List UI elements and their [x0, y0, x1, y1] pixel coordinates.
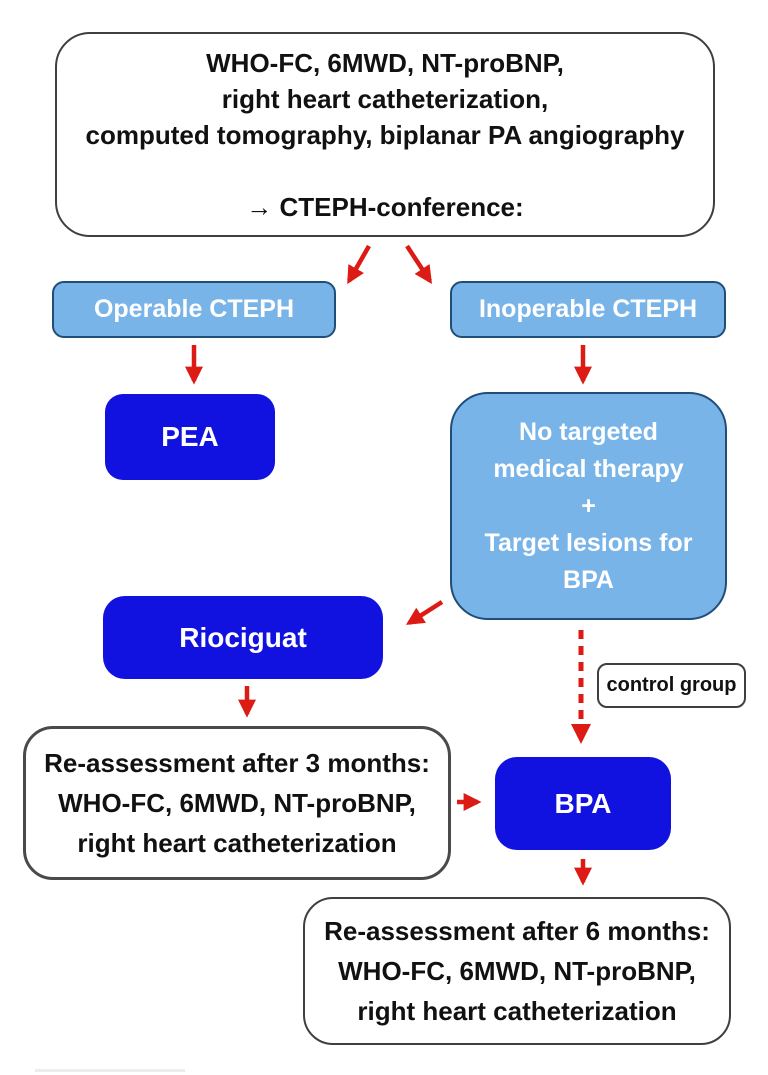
initial-assessment-text: WHO-FC, 6MWD, NT-proBNP, right heart cat…	[85, 47, 685, 222]
page-edge-artifact	[35, 1069, 185, 1072]
arrow-conference-to-inoperable	[405, 244, 432, 285]
reassessment-6-months-text: Re-assessment after 6 months: WHO-FC, 6M…	[324, 916, 710, 1026]
initial-assessment-box: WHO-FC, 6MWD, NT-proBNP, right heart cat…	[55, 32, 715, 237]
control-group-box: control group	[597, 663, 746, 708]
reassessment-6-months-box: Re-assessment after 6 months: WHO-FC, 6M…	[303, 897, 731, 1045]
reassessment-3-months-box: Re-assessment after 3 months: WHO-FC, 6M…	[23, 726, 451, 880]
arrow-conference-to-operable	[347, 244, 371, 285]
riociguat-label: Riociguat	[179, 621, 307, 653]
pea-box: PEA	[105, 394, 275, 480]
reassessment-3-months-text: Re-assessment after 3 months: WHO-FC, 6M…	[44, 748, 430, 858]
inoperable-cteph-box: Inoperable CTEPH	[450, 281, 726, 338]
no-targeted-therapy-text: No targeted medical therapy + Target les…	[484, 417, 693, 594]
pea-label: PEA	[161, 421, 219, 452]
riociguat-box: Riociguat	[103, 596, 383, 679]
arrow-therapy-to-riociguat	[405, 600, 444, 625]
bpa-label: BPA	[554, 787, 612, 819]
operable-cteph-box: Operable CTEPH	[52, 281, 336, 338]
inoperable-cteph-label: Inoperable CTEPH	[478, 295, 698, 323]
control-group-label: control group	[606, 674, 737, 696]
no-targeted-therapy-box: No targeted medical therapy + Target les…	[450, 392, 727, 620]
bpa-box: BPA	[495, 757, 671, 850]
operable-cteph-label: Operable CTEPH	[93, 295, 295, 323]
